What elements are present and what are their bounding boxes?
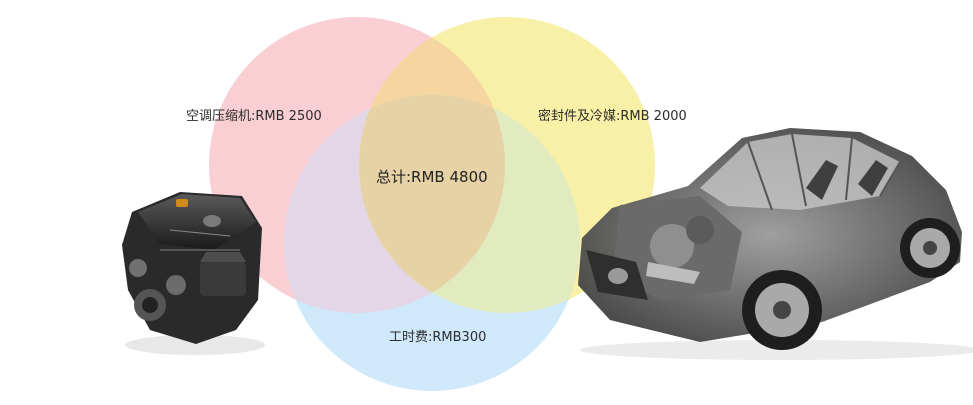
label-labor: 工时费:RMB300 [389, 330, 487, 345]
engine-image [122, 192, 265, 355]
car-cutaway-image [578, 128, 973, 360]
overlap-center [359, 95, 505, 313]
label-air-compressor: 空调压缩机:RMB 2500 [186, 109, 322, 124]
label-total: 总计:RMB 4800 [376, 168, 488, 186]
label-seal-refrigerant: 密封件及冷媒:RMB 2000 [538, 109, 687, 124]
